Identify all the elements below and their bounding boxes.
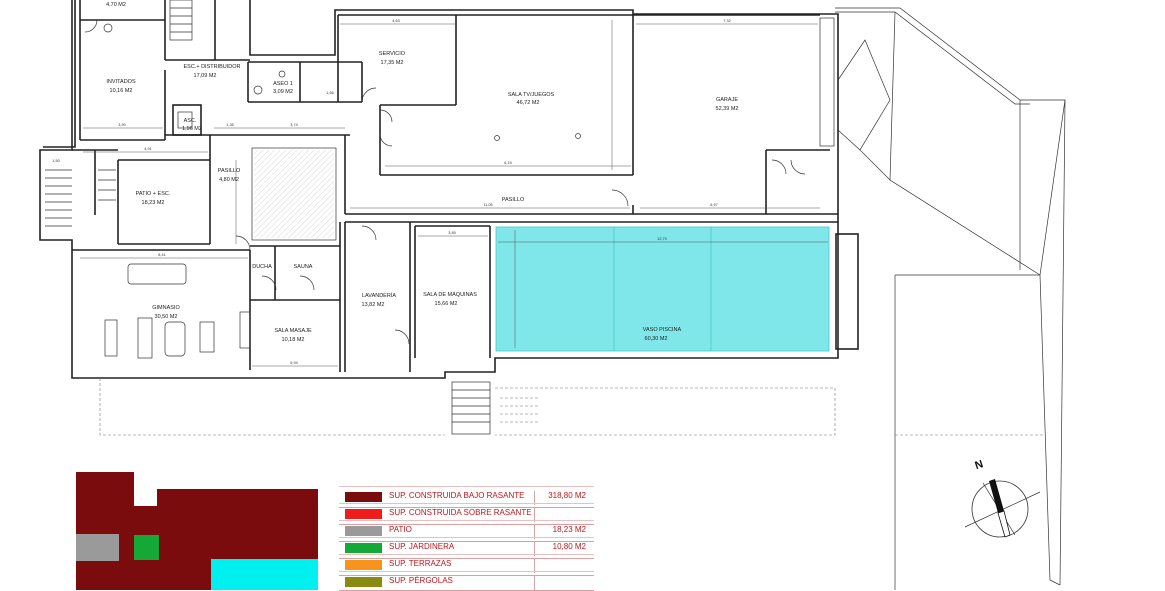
dim-aseo-width: 1,66 <box>326 91 333 95</box>
legend-row-bajo-rasante: SUP. CONSTRUIDA BAJO RASANTE 318,80 M2 <box>339 486 594 508</box>
legend-row-jardinera: SUP. JARDINERA 10,80 M2 <box>339 537 594 559</box>
building-walls <box>39 0 859 436</box>
legend-label: SUP. TERRAZAS <box>389 559 452 568</box>
legend-row-sobre-rasante: SUP. CONSTRUIDA SOBRE RASANTE <box>339 503 594 525</box>
dim-sala-tv-width: 6,15 <box>504 161 511 165</box>
room-ducha: DUCHA <box>252 264 272 270</box>
room-patio-esc: PATIO + ESC. <box>136 191 171 197</box>
room-garaje-area: 52,39 M2 <box>716 106 739 112</box>
legend-swatch <box>345 509 382 519</box>
room-asc-area: 1,96 M2 <box>182 126 202 132</box>
north-label: N <box>973 458 984 472</box>
room-pasillo-main: PASILLO <box>502 197 525 203</box>
legend-value: 318,80 M2 <box>534 491 592 505</box>
dim-servicio-width: 4,63 <box>392 19 399 23</box>
room-sauna: SAUNA <box>294 264 313 270</box>
dimension-labels: 4,63 7,32 3,90 1,35 3,74 4,91 6,15 11,05… <box>52 19 730 365</box>
dim-garaje-pasillo: 6,97 <box>710 203 717 207</box>
legend-value <box>534 559 592 573</box>
legend-swatch <box>345 526 382 536</box>
legend-row-terrazas: SUP. TERRAZAS <box>339 554 594 576</box>
legend-label: SUP. JARDINERA <box>389 542 455 551</box>
room-sala-maquinas: SALA DE MÁQUINAS <box>423 291 477 298</box>
room-labels: 4,70 M2 INVITADOS 10,16 M2 ESC.+ DISTRIB… <box>106 2 738 343</box>
room-esc-distribuidor-area: 17,09 M2 <box>194 73 217 79</box>
mini-jardinera-area <box>134 535 159 560</box>
room-aseo-area: 3,09 M2 <box>273 89 293 95</box>
room-pasillo-left: PASILLO <box>218 168 241 174</box>
room-garaje: GARAJE <box>716 97 738 103</box>
legend-row-pergolas: SUP. PÉRGOLAS <box>339 571 594 591</box>
legend-label: SUP. CONSTRUIDA BAJO RASANTE <box>389 491 525 500</box>
room-sala-masaje: SALA MASAJE <box>274 328 312 334</box>
top-room-area: 4,70 M2 <box>106 2 126 8</box>
room-gimnasio: GIMNASIO <box>152 305 180 311</box>
room-patio-esc-area: 18,23 M2 <box>142 200 165 206</box>
room-vaso-piscina: VASO PISCINA <box>643 327 682 333</box>
room-invitados-area: 10,16 M2 <box>110 88 133 94</box>
room-servicio: SERVICIO <box>379 51 406 57</box>
legend-value <box>534 576 592 590</box>
dim-pool-length: 12,79 <box>657 237 667 241</box>
dim-pasillo-length: 11,05 <box>483 203 492 207</box>
dim-maquinas-width: 3,85 <box>448 231 455 235</box>
legend-label: SUP. CONSTRUIDA SOBRE RASANTE <box>389 508 532 517</box>
room-sala-tv: SALA TV/JUEGOS <box>508 92 555 98</box>
dim-masaje-width: 5,94 <box>290 361 297 365</box>
legend-label: SUP. PÉRGOLAS <box>389 576 453 585</box>
room-aseo: ASEO 1 <box>273 81 293 87</box>
legend-value <box>534 508 592 522</box>
legend-swatch <box>345 492 382 502</box>
dim-garaje-width: 7,32 <box>723 19 730 23</box>
dim-stair-width: 1,50 <box>52 159 59 163</box>
legend-row-patio: PATIO 18,23 M2 <box>339 520 594 542</box>
site-boundary <box>835 7 1066 590</box>
north-arrow: N <box>964 458 1041 538</box>
room-asc: ASC. <box>184 118 197 124</box>
legend-swatch <box>345 560 382 570</box>
room-sala-masaje-area: 10,18 M2 <box>282 337 305 343</box>
room-esc-distribuidor: ESC.+ DISTRIBUIDOR <box>184 64 241 70</box>
room-lavanderia: LAVANDERÍA <box>362 292 396 299</box>
room-sala-maquinas-area: 15,66 M2 <box>435 301 458 307</box>
pool <box>495 226 830 352</box>
mini-pool-area <box>211 559 318 590</box>
mini-patio-area <box>76 534 119 561</box>
dim-gimnasio-width: 8,41 <box>158 253 165 257</box>
legend-value: 10,80 M2 <box>534 542 592 556</box>
room-lavanderia-area: 13,82 M2 <box>362 302 385 308</box>
room-vaso-piscina-area: 60,30 M2 <box>645 336 668 342</box>
room-sala-tv-area: 46,72 M2 <box>517 100 540 106</box>
dim-pasillo-width: 1,35 <box>226 123 233 127</box>
dim-invitados-width: 3,90 <box>118 123 125 127</box>
room-gimnasio-area: 30,50 M2 <box>155 314 178 320</box>
dim-patio-esc-width: 4,91 <box>144 147 151 151</box>
legend-swatch <box>345 577 382 587</box>
room-servicio-area: 17,35 M2 <box>381 60 404 66</box>
room-invitados: INVITADOS <box>106 79 136 85</box>
dimension-lines <box>80 20 828 367</box>
legend-swatch <box>345 543 382 553</box>
dim-patio-width: 3,74 <box>290 123 297 127</box>
mini-site-plan <box>76 472 318 590</box>
room-pasillo-left-area: 4,80 M2 <box>219 177 239 183</box>
legend-value: 18,23 M2 <box>534 525 592 539</box>
legend-label: PATIO <box>389 525 412 534</box>
